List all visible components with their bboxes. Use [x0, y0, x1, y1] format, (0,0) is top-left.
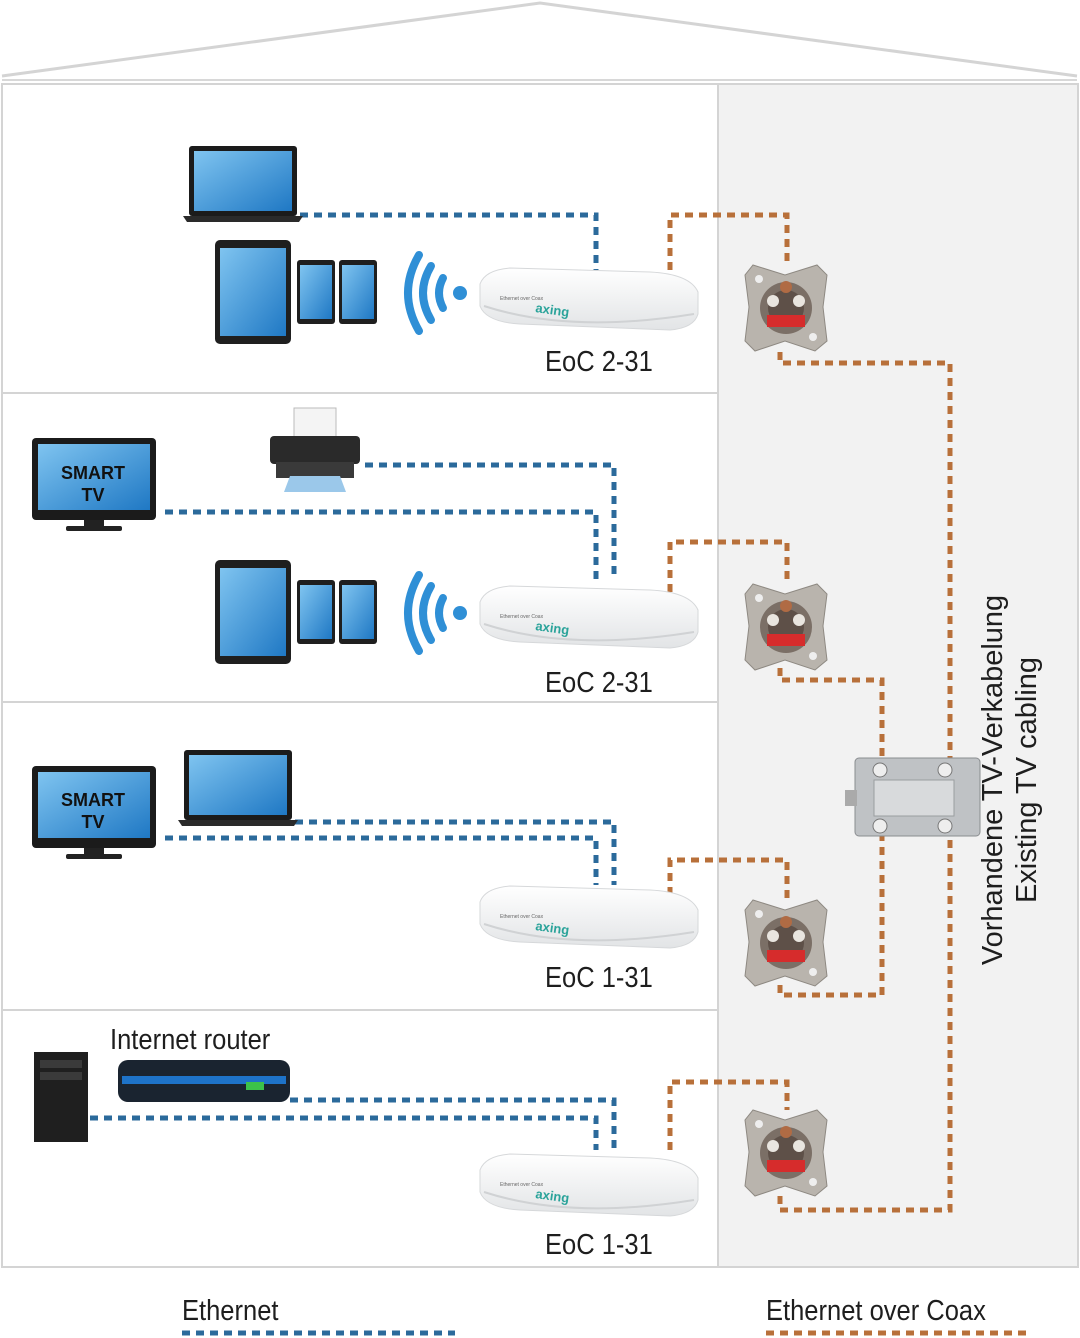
router-icon: [118, 1060, 290, 1102]
smart-tv-line2: TV: [81, 485, 105, 505]
tablets-icon: [215, 560, 377, 664]
legend-ethernet: Ethernet: [182, 1295, 279, 1327]
tablets-icon: [215, 240, 377, 344]
laptop-icon: [178, 750, 298, 826]
tv-socket-icon: [744, 1109, 828, 1197]
tv-socket-icon: [744, 899, 828, 987]
laptop-icon: [183, 146, 303, 222]
smart-tv-line1: SMART: [61, 790, 125, 810]
wifi-icon: [408, 255, 467, 331]
brand-logo: axing: [535, 618, 571, 638]
cabling-label: Vorhandene TV-Verkabelung Existing TV ca…: [976, 595, 1044, 965]
smart-tv-label: SMART TV: [53, 462, 133, 506]
ethernet-lines: [90, 212, 617, 1150]
smart-tv-label: SMART TV: [53, 789, 133, 833]
smart-tv-line2: TV: [81, 812, 105, 832]
legend-eoc: Ethernet over Coax: [766, 1295, 986, 1327]
eoc-label-floor2: EoC 2-31: [545, 667, 653, 699]
brand-logo: axing: [535, 300, 571, 320]
eoc-label-floor4: EoC 1-31: [545, 1229, 653, 1261]
cabling-label-line2: Existing TV cabling: [1011, 656, 1043, 904]
eoc-adapter-floor4: [479, 1153, 699, 1217]
floor-outlines: [1, 83, 1079, 1268]
cabling-label-line1: Vorhandene TV-Verkabelung: [977, 594, 1009, 966]
smart-tv-line1: SMART: [61, 463, 125, 483]
roof-outline: [1, 1, 1078, 78]
pc-tower-icon: [34, 1052, 88, 1142]
brand-logo: axing: [535, 1186, 571, 1206]
tv-socket-icon: [744, 583, 828, 671]
router-label: Internet router: [110, 1024, 271, 1056]
eoc-label-floor1: EoC 2-31: [545, 346, 653, 378]
eoc-label-floor3: EoC 1-31: [545, 962, 653, 994]
eoc-adapter-floor2: [479, 585, 699, 649]
brand-logo: axing: [535, 918, 571, 938]
wifi-icon: [408, 575, 467, 651]
tv-socket-icon: [744, 264, 828, 352]
eoc-adapter-floor1: [479, 267, 699, 331]
printer-icon: [270, 407, 360, 492]
splitter-icon: [845, 757, 981, 837]
eoc-adapter-floor3: [479, 885, 699, 949]
